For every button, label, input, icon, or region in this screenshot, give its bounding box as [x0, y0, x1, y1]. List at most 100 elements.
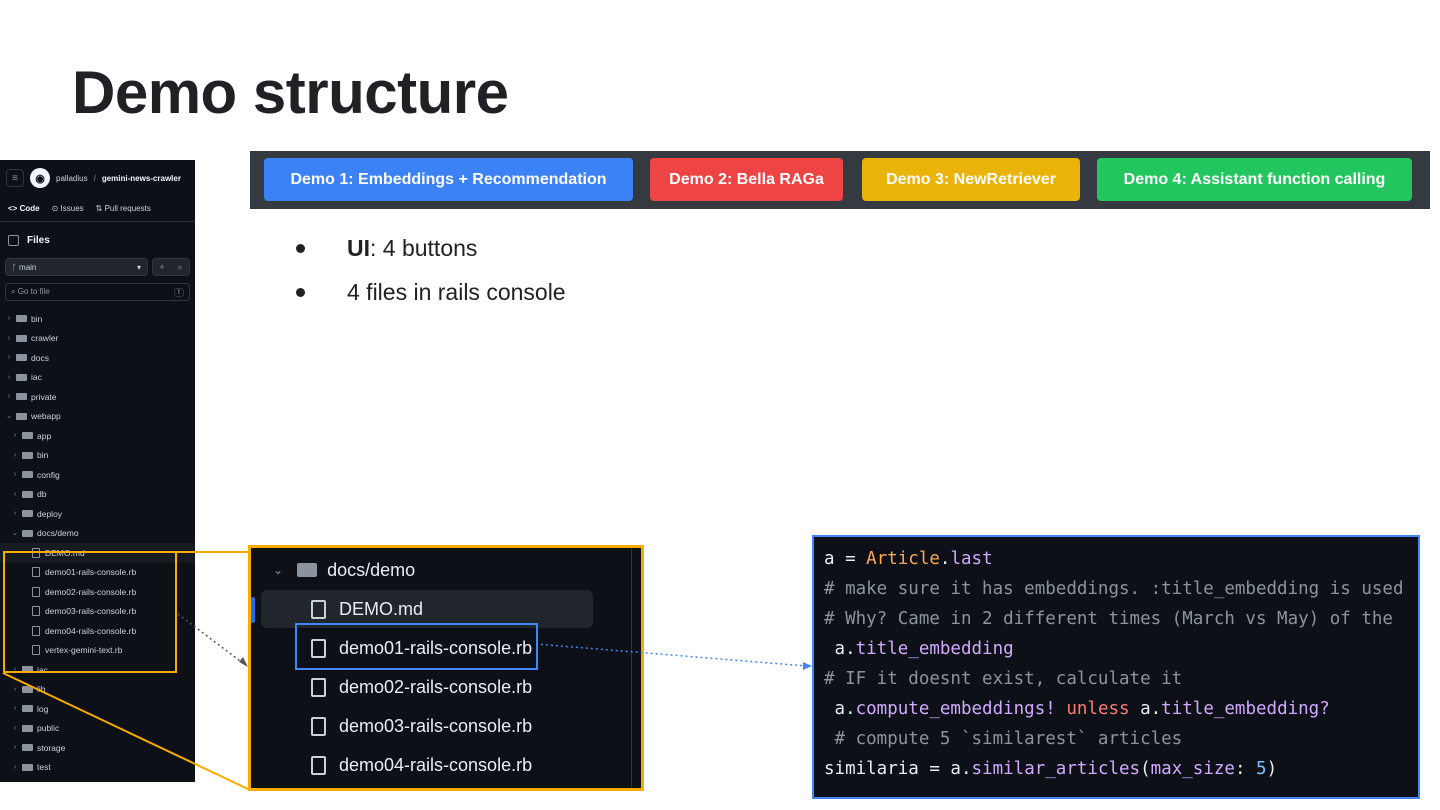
tab-issues[interactable]: ⊙ Issues — [51, 204, 84, 213]
code-token: last — [950, 549, 993, 569]
tree-file-row[interactable]: demo04-rails-console.rb — [0, 621, 195, 641]
code-token: # make sure it has embeddings. :title_em… — [824, 579, 1404, 599]
folder-icon — [16, 315, 27, 323]
tree-folder-row[interactable]: ›log — [0, 699, 195, 719]
file-row[interactable]: demo01-rails-console.rb — [311, 629, 532, 667]
file-name: demo03-rails-console.rb — [339, 715, 533, 736]
code-panel: a = Article.last # make sure it has embed… — [812, 535, 1420, 799]
tree-file-row[interactable]: demo02-rails-console.rb — [0, 582, 195, 602]
tree-folder-row[interactable]: ›storage — [0, 738, 195, 758]
file-name: demo04-rails-console.rb — [339, 754, 533, 775]
code-line: a = Article.last — [824, 549, 993, 569]
code-token: title_embedding? — [1161, 699, 1330, 719]
search-icon[interactable]: ⌕ — [177, 261, 183, 272]
branch-selector[interactable]: ᚴ main ▾ — [5, 258, 148, 276]
tree-file-row[interactable]: demo03-rails-console.rb — [0, 602, 195, 622]
folder-icon — [16, 354, 27, 362]
file-row[interactable]: demo02-rails-console.rb — [311, 668, 532, 706]
folder-icon — [22, 763, 33, 771]
add-file-icon[interactable]: + — [159, 262, 165, 272]
file-icon — [311, 638, 326, 658]
folder-icon — [22, 666, 33, 674]
tree-item-label: test — [37, 762, 51, 773]
bullet-item: 4 files in rails console — [296, 270, 566, 314]
code-token: a. — [1129, 699, 1162, 719]
file-row[interactable]: demo04-rails-console.rb — [311, 746, 532, 784]
tree-item-label: private — [31, 391, 57, 402]
code-token: a. — [824, 639, 856, 659]
tab-pull-requests[interactable]: ⇅ Pull requests — [95, 204, 151, 213]
tree-folder-row[interactable]: ›iac — [0, 660, 195, 680]
chevron-right-icon: › — [13, 744, 17, 752]
bullet-text: : 4 buttons — [370, 234, 478, 261]
file-row[interactable]: DEMO.md — [311, 590, 423, 628]
tree-item-label: iac — [31, 372, 42, 383]
tree-folder-row[interactable]: ›crawler — [0, 329, 195, 349]
tree-folder-row[interactable]: ›db — [0, 485, 195, 505]
breadcrumb-separator: / — [93, 173, 96, 183]
code-line: a.title_embedding — [824, 639, 1014, 659]
bullet-dot — [296, 287, 305, 297]
tree-folder-row[interactable]: ›test — [0, 758, 195, 778]
demo3-button[interactable]: Demo 3: NewRetriever — [862, 158, 1080, 201]
repo-name-link[interactable]: gemini-news-crawler — [101, 173, 181, 183]
code-icon: <> — [8, 204, 20, 213]
chevron-right-icon: › — [13, 451, 17, 459]
tree-folder-row[interactable]: ›app — [0, 426, 195, 446]
folder-row[interactable]: ⌄ docs/demo — [273, 551, 415, 589]
folder-icon — [22, 744, 33, 752]
tree-folder-row[interactable]: ›lib — [0, 680, 195, 700]
tree-file-row[interactable]: vertex-gemini-text.rb — [0, 641, 195, 661]
repo-owner-link[interactable]: palladius — [56, 173, 88, 183]
tree-folder-row[interactable]: › bin — [0, 446, 195, 466]
tree-folder-row[interactable]: ›bin — [0, 309, 195, 329]
tree-folder-row[interactable]: ›deploy — [0, 504, 195, 524]
code-token: unless — [1066, 699, 1130, 719]
selected-row-background — [261, 590, 593, 628]
tree-item-label: log — [37, 703, 49, 714]
zoomed-file-tree: ⌄ docs/demo DEMO.md demo01-rails-console… — [248, 545, 644, 791]
tree-folder-row[interactable]: ›private — [0, 387, 195, 407]
tree-item-label: bin — [37, 450, 49, 461]
tree-file-row[interactable]: demo01-rails-console.rb — [0, 563, 195, 583]
tree-folder-row[interactable]: ⌄docs/demo — [0, 524, 195, 544]
tree-folder-row[interactable]: ›public — [0, 719, 195, 739]
sidebar-collapse-icon[interactable] — [8, 234, 19, 246]
github-header: ≡ ◉ palladius / gemini-news-crawler — [0, 160, 195, 196]
chevron-right-icon: › — [13, 724, 17, 732]
panel-divider — [631, 548, 632, 788]
arrow-head — [239, 657, 248, 667]
callout-line-bottom — [2, 672, 249, 790]
chevron-right-icon: › — [13, 510, 17, 518]
code-line: # make sure it has embeddings. :title_em… — [824, 579, 1403, 599]
github-logo-icon[interactable]: ◉ — [30, 168, 50, 188]
file-row[interactable]: demo03-rails-console.rb — [311, 707, 532, 745]
go-to-file-input[interactable]: ⌕ Go to file t — [5, 283, 190, 301]
demo1-button[interactable]: Demo 1: Embeddings + Recommendation — [264, 158, 633, 201]
code-token: ) — [1266, 759, 1278, 779]
demo2-button[interactable]: Demo 2: Bella RAGa — [650, 158, 843, 201]
code-line: similaria = a.similar_articles(max_size:… — [824, 759, 1277, 779]
tree-folder-row[interactable]: ›config — [0, 465, 195, 485]
folder-icon — [22, 490, 33, 498]
tree-item-label: docs/demo — [37, 528, 79, 539]
hamburger-menu-icon[interactable]: ≡ — [6, 169, 24, 187]
pull-request-icon: ⇅ — [95, 204, 105, 213]
chevron-right-icon: › — [13, 432, 17, 440]
file-name: DEMO.md — [339, 598, 424, 619]
tree-item-label: demo03-rails-console.rb — [45, 606, 137, 617]
file-icon — [311, 677, 326, 697]
search-icon: ⌕ — [11, 287, 18, 296]
demo4-button[interactable]: Demo 4: Assistant function calling — [1097, 158, 1412, 201]
tree-item-label: bin — [31, 313, 43, 324]
arrow-head-blue — [803, 662, 812, 670]
selected-row-marker — [251, 597, 255, 623]
tree-folder-row[interactable]: ›docs — [0, 348, 195, 368]
branch-row: ᚴ main ▾ + ⌕ — [0, 258, 195, 278]
chevron-right-icon: › — [13, 685, 17, 693]
tree-folder-row[interactable]: ⌄webapp — [0, 407, 195, 427]
tree-item-label: docs — [31, 352, 49, 363]
tab-code[interactable]: <> Code — [8, 204, 40, 213]
tree-folder-row[interactable]: ›iac — [0, 368, 195, 388]
